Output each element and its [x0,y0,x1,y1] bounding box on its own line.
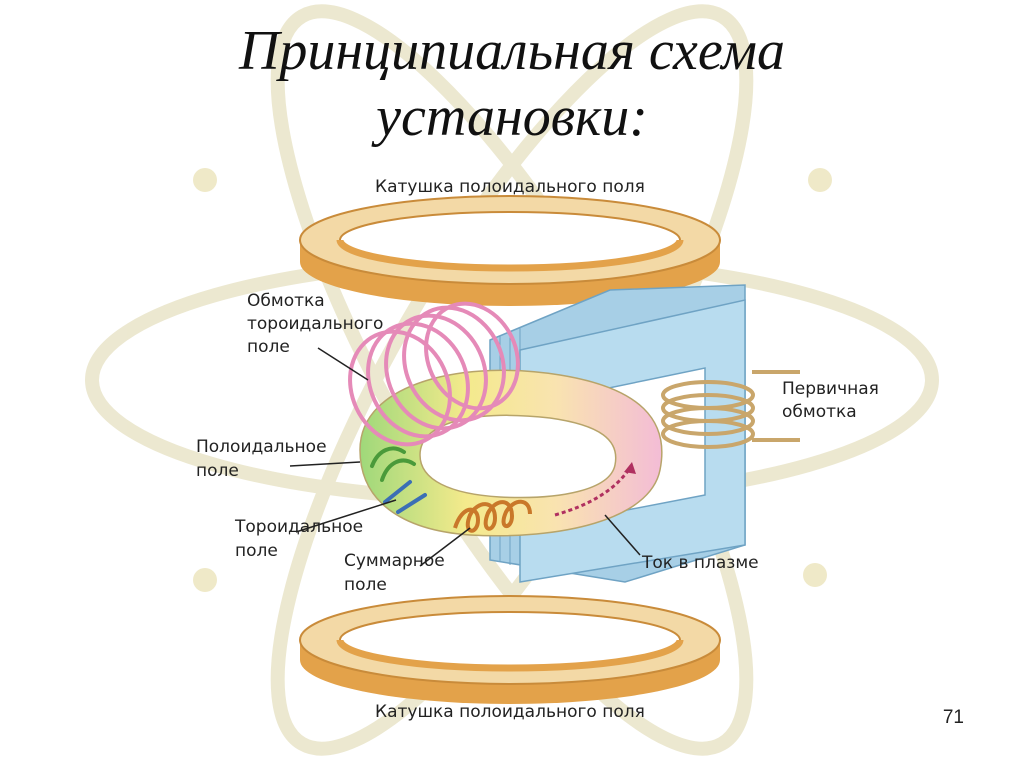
plasma-current-arrow [554,462,636,517]
label-poloidal-field-2: поле [196,461,239,481]
label-toroidal-winding-3: поле [247,337,290,357]
slide-title: Принципиальная схема установки: [0,18,1024,150]
label-primary-winding-2: обмотка [782,402,857,422]
bottom-poloidal-coil [299,595,721,704]
label-total-field-2: поле [344,575,387,595]
label-bottom-coil: Катушка полоидального поля [375,702,645,722]
label-toroidal-field-2: поле [235,541,278,561]
toroidal-winding [348,301,520,447]
poloidal-field-arrows [370,446,427,514]
primary-winding [661,370,800,449]
total-field-spiral [453,499,532,533]
label-primary-winding-1: Первичная [782,379,879,399]
label-toroidal-winding-1: Обмотка [247,291,325,311]
label-poloidal-field-1: Полоидальное [196,437,327,457]
top-poloidal-coil [299,195,721,306]
page-number: 71 [942,707,964,728]
label-top-coil: Катушка полоидального поля [375,177,645,197]
title-line-2: установки: [376,86,648,148]
atom-watermark-nodes [193,168,832,592]
label-total-field-1: Суммарное [344,551,445,571]
leader-lines [289,347,641,567]
label-toroidal-winding-2: тороидального [247,314,383,334]
title-line-1: Принципиальная схема [238,20,786,82]
label-plasma-current: Ток в плазме [641,553,759,573]
label-toroidal-field-1: Тороидальное [234,517,363,537]
